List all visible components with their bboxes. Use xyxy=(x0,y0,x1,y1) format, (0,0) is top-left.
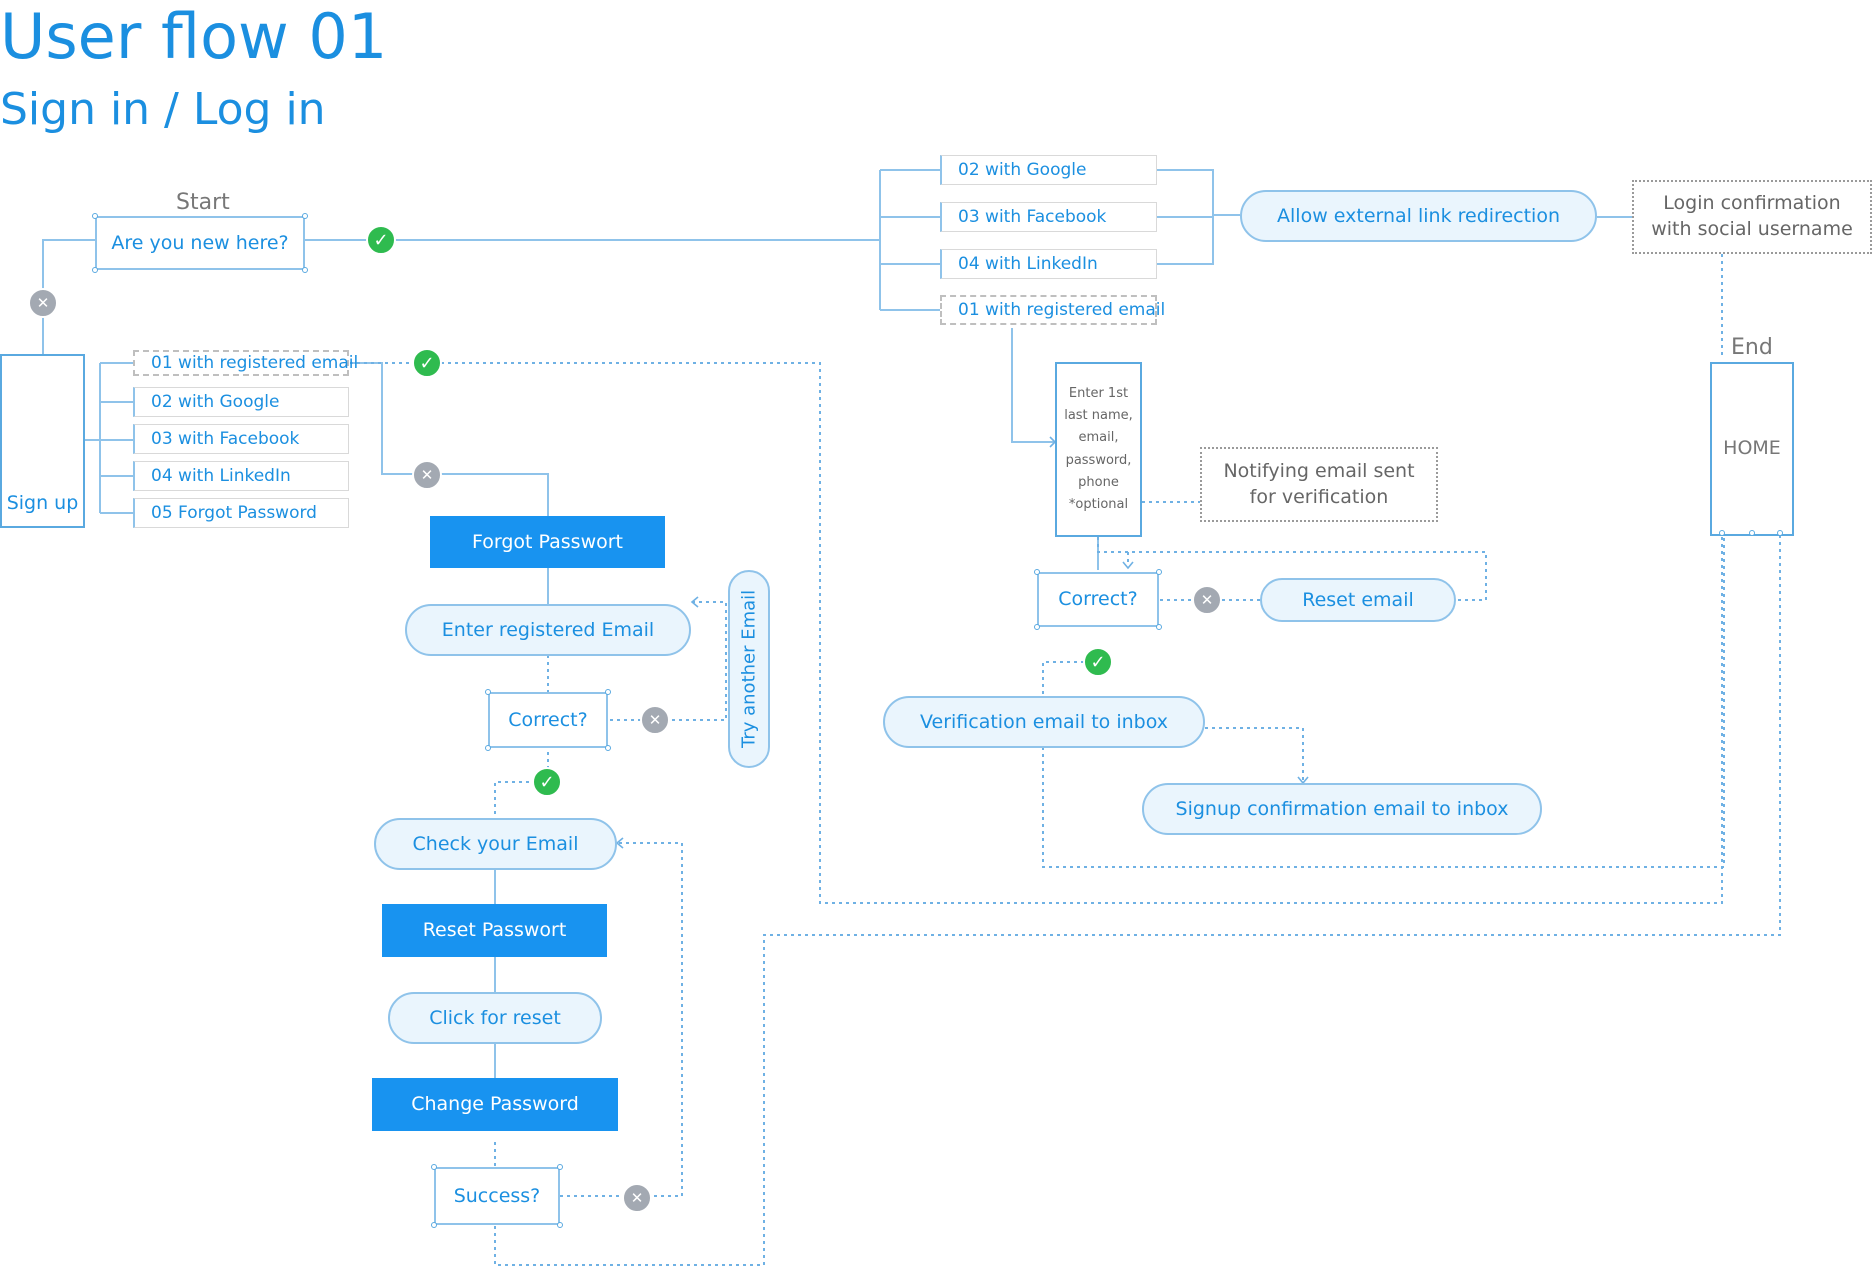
anchor-handle xyxy=(485,745,491,751)
check-icon: ✓ xyxy=(1083,647,1113,677)
check-icon: ✓ xyxy=(366,225,396,255)
reset-email[interactable]: Reset email xyxy=(1260,578,1456,622)
close-icon: ✕ xyxy=(622,1183,652,1213)
signup-label: Sign up xyxy=(6,492,79,515)
connector xyxy=(350,362,549,516)
connector xyxy=(1157,169,1214,265)
arrowhead xyxy=(1122,561,1134,570)
left-option-facebook[interactable]: 03 with Facebook xyxy=(133,424,349,454)
dotted-connector xyxy=(1205,727,1304,782)
enter-registered-email[interactable]: Enter registered Email xyxy=(405,604,691,656)
anchor-handle xyxy=(92,267,98,273)
start-question-box[interactable]: Are you new here? xyxy=(95,216,305,270)
signup-box[interactable]: Sign up xyxy=(0,354,85,528)
dotted-connector xyxy=(1097,537,1487,601)
verification-email-to-inbox[interactable]: Verification email to inbox xyxy=(883,696,1205,748)
anchor-handle xyxy=(92,213,98,219)
dotted-connector xyxy=(610,601,727,721)
anchor-handle xyxy=(1749,530,1755,536)
dotted-connector xyxy=(1042,534,1725,868)
anchor-handle xyxy=(1034,569,1040,575)
close-icon: ✕ xyxy=(1192,585,1222,615)
home-box[interactable]: HOME xyxy=(1710,362,1794,536)
anchor-handle xyxy=(557,1222,563,1228)
top-option-google[interactable]: 02 with Google xyxy=(940,155,1157,185)
top-option-registered-email[interactable]: 01 with registered email xyxy=(940,295,1165,325)
anchor-handle xyxy=(1156,569,1162,575)
connector xyxy=(85,362,133,514)
close-icon: ✕ xyxy=(640,705,670,735)
left-option-forgot-password[interactable]: 05 Forgot Password xyxy=(133,498,349,528)
anchor-handle xyxy=(302,267,308,273)
anchor-handle xyxy=(1156,624,1162,630)
allow-external-link[interactable]: Allow external link redirection xyxy=(1240,190,1597,242)
forgot-password-button[interactable]: Forgot Passwort xyxy=(430,516,665,568)
anchor-handle xyxy=(431,1164,437,1170)
success-decision: Success? xyxy=(434,1167,560,1225)
anchor-handle xyxy=(605,689,611,695)
dotted-connector xyxy=(494,534,1781,1266)
form-field: last name, xyxy=(1064,408,1133,424)
form-field: password, xyxy=(1065,452,1132,468)
arrowhead xyxy=(615,837,624,849)
connector xyxy=(1011,328,1055,443)
correct-decision: Correct? xyxy=(488,692,608,748)
check-icon: ✓ xyxy=(412,348,442,378)
form-field: phone xyxy=(1078,474,1119,490)
left-option-google[interactable]: 02 with Google xyxy=(133,387,349,417)
login-confirmation: Login confirmation with social username xyxy=(1632,180,1872,254)
anchor-handle xyxy=(485,689,491,695)
click-for-reset[interactable]: Click for reset xyxy=(388,992,602,1044)
end-label: End xyxy=(1731,335,1773,360)
page-title: User flow 01 xyxy=(0,0,388,73)
check-icon: ✓ xyxy=(532,767,562,797)
notify-email-text: Notifying email sent for verification xyxy=(1223,459,1415,508)
dotted-connector xyxy=(350,362,1723,904)
start-label: Start xyxy=(176,190,230,215)
form-field: Enter 1st xyxy=(1068,386,1129,402)
reset-password-button[interactable]: Reset Passwort xyxy=(382,904,607,957)
check-your-email[interactable]: Check your Email xyxy=(374,818,617,870)
home-label: HOME xyxy=(1723,437,1781,459)
try-another-email[interactable]: Try another Email xyxy=(728,570,770,768)
anchor-handle xyxy=(1034,624,1040,630)
anchor-handle xyxy=(605,745,611,751)
anchor-handle xyxy=(431,1222,437,1228)
close-icon: ✕ xyxy=(28,288,58,318)
anchor-handle xyxy=(557,1164,563,1170)
anchor-handle xyxy=(1777,530,1783,536)
dotted-connector xyxy=(560,842,683,1197)
anchor-handle xyxy=(302,213,308,219)
signup-confirmation-email[interactable]: Signup confirmation email to inbox xyxy=(1142,783,1542,835)
anchor-handle xyxy=(1719,530,1725,536)
signup-correct-decision: Correct? xyxy=(1037,572,1159,627)
login-confirmation-text: Login confirmation with social username xyxy=(1651,192,1853,240)
left-option-registered-email[interactable]: 01 with registered email xyxy=(133,350,358,376)
left-option-linkedin[interactable]: 04 with LinkedIn xyxy=(133,461,349,491)
page-subtitle: Sign in / Log in xyxy=(0,84,326,135)
change-password-button[interactable]: Change Password xyxy=(372,1078,618,1131)
top-option-linkedin[interactable]: 04 with LinkedIn xyxy=(940,249,1157,279)
signup-form-box[interactable]: Enter 1st last name, email, password, ph… xyxy=(1055,362,1142,537)
connector xyxy=(880,169,940,311)
arrowhead xyxy=(690,596,699,608)
form-field: email, xyxy=(1078,430,1119,446)
notify-email-sent: Notifying email sent for verification xyxy=(1200,447,1438,522)
close-icon: ✕ xyxy=(412,460,442,490)
top-option-facebook[interactable]: 03 with Facebook xyxy=(940,202,1157,232)
form-field: *optional xyxy=(1068,496,1129,512)
